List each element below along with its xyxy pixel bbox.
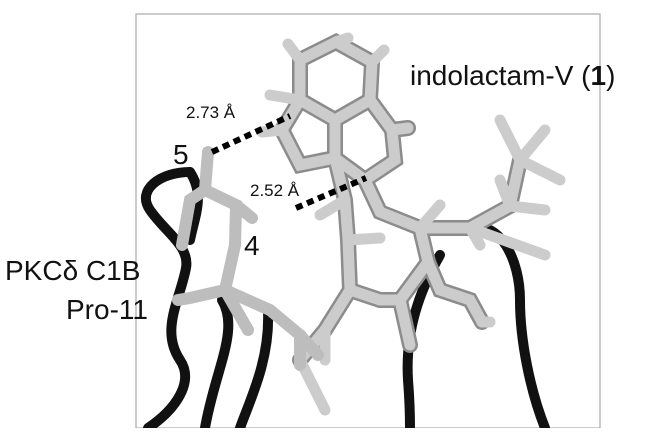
molecule-name: indolactam-V ( [410, 60, 591, 91]
hydrogen-bond-dashes [210, 113, 368, 211]
distance-label-1: 2.73 Å [186, 103, 236, 122]
distance-label-2: 2.52 Å [250, 181, 300, 200]
molecule-close-paren: ) [606, 60, 616, 91]
compound-number: 1 [590, 60, 607, 91]
atom-label-4: 4 [244, 230, 260, 261]
hbond-distance-2 [294, 175, 368, 211]
protein-domain-label: PKCδ C1B [5, 255, 141, 286]
proline-11-sticks [172, 146, 324, 371]
residue-label: Pro-11 [66, 294, 148, 325]
atom-label-5: 5 [173, 139, 189, 170]
indolactam-v-sticks [256, 32, 566, 416]
molecule-title: indolactam-V (1) [410, 60, 615, 92]
hbond-distance-1 [210, 113, 292, 155]
